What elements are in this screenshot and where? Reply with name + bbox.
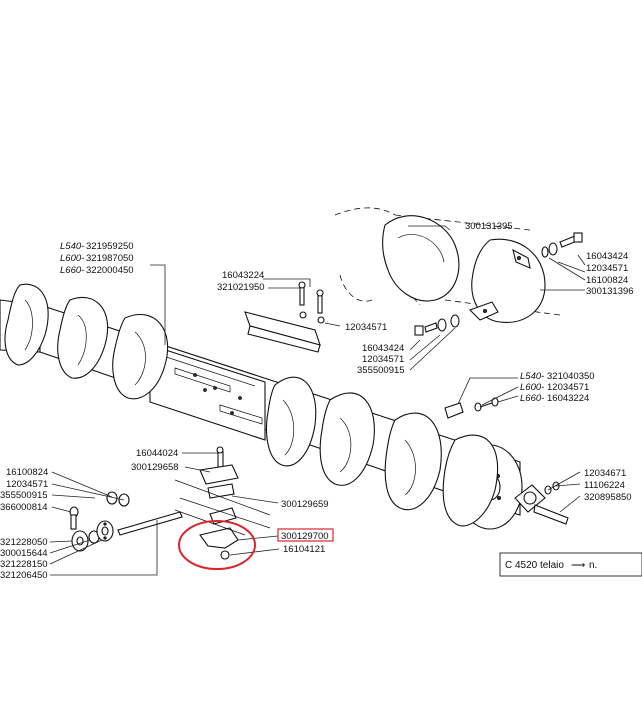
part-label: 16104121: [283, 544, 325, 555]
leader-lines: [49, 225, 586, 576]
part-label: 322000450: [86, 265, 134, 276]
part-label: 16100824: [6, 467, 48, 478]
part-label: 355500915: [0, 490, 48, 501]
part-label: 11106224: [584, 480, 625, 491]
part-label: 300131395: [465, 221, 513, 232]
part-label: 300129658: [131, 462, 179, 473]
part-labels: L540- 321959250 L600- 321987050 L660- 32…: [0, 221, 634, 581]
label-prefix: L540-: [520, 371, 544, 382]
label-prefix: L540-: [60, 241, 84, 252]
hardware-lower-left: [69, 491, 183, 552]
part-label: 321206450: [0, 570, 48, 581]
shield-assembly: [334, 207, 561, 323]
label-prefix: L600-: [520, 382, 544, 393]
part-label: 12034571: [362, 354, 404, 365]
part-label: 12034571: [6, 479, 48, 490]
part-label: 321228050: [0, 537, 48, 548]
model-text: C 4520 telaio: [505, 560, 564, 571]
part-label: 16043424: [362, 343, 404, 354]
label-prefix: L600-: [60, 253, 84, 264]
highlighted-part-label: 300129700: [281, 531, 329, 542]
part-label: 366000814: [0, 502, 48, 513]
part-label: 300129659: [281, 499, 329, 510]
hardware-top-right: [414, 232, 583, 419]
info-box: C 4520 telaio ⟶ n.: [499, 552, 642, 577]
label-prefix: L660-: [60, 265, 84, 276]
hardware-right-end: [514, 481, 569, 525]
part-label: 12034571: [586, 263, 628, 274]
part-label: 12034571: [547, 382, 589, 393]
part-label: 12034671: [584, 468, 626, 479]
part-label: 320895850: [584, 492, 632, 503]
part-label: 300131396: [586, 286, 634, 297]
arrow-icon: ⟶: [571, 560, 585, 571]
clamp-assembly: [174, 446, 271, 560]
highlight-label-box: [277, 528, 334, 542]
part-label: 16043224: [222, 270, 264, 281]
part-label: 321021950: [217, 282, 265, 293]
part-label: 300015644: [0, 548, 48, 559]
label-prefix: L660-: [520, 393, 544, 404]
number-suffix: n.: [589, 560, 597, 571]
part-label: 12034571: [345, 322, 387, 333]
part-label: 321959250: [86, 241, 134, 252]
part-label: 16043224: [547, 393, 589, 404]
part-label: 355500915: [357, 365, 405, 376]
mounting-bracket: [244, 281, 325, 353]
part-label: 16044024: [136, 448, 178, 459]
part-label: 321228150: [0, 559, 48, 570]
part-label: 321987050: [86, 253, 134, 264]
highlight-circle: [178, 520, 256, 570]
auger-flights: [4, 283, 499, 527]
part-label: 16100824: [586, 275, 628, 286]
part-label: 16043424: [586, 251, 628, 262]
part-label: 321040350: [547, 371, 595, 382]
